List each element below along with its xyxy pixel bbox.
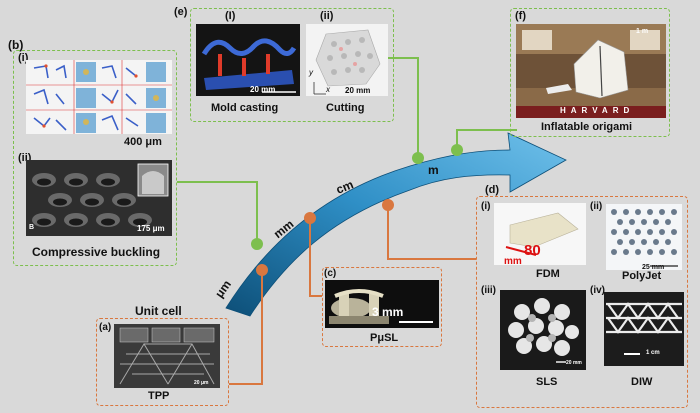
panel-e-cap-ii: Cutting: [326, 102, 365, 114]
panel-a-letter: (a): [99, 322, 112, 333]
fdm-part-graphic: [494, 203, 586, 265]
panel-d-i-image: [494, 203, 586, 265]
panel-b-ii-image: [26, 160, 172, 236]
panel-a: [96, 318, 229, 406]
panel-f-scale: 1 m: [636, 28, 649, 35]
dot-f: [451, 144, 463, 156]
panel-a-scale: 20 μm: [194, 380, 209, 386]
unit-cell-label: Unit cell: [135, 304, 182, 318]
tpp-lattice-graphic: [114, 324, 220, 388]
panel-e-i-image: [196, 24, 300, 96]
panel-f-banner: HARVARD: [560, 106, 635, 115]
panel-d-scale-iii: 20 mm: [566, 360, 582, 366]
panel-d-iii-image: [500, 290, 586, 370]
panel-e-scale-i: 20 mm: [250, 85, 276, 94]
panel-d-sub-ii: (ii): [590, 201, 603, 212]
panel-d-iv-image: [604, 292, 684, 366]
panel-b-scale-ii: 175 μm: [137, 224, 165, 233]
panel-e-scale-ii: 20 mm: [345, 86, 371, 95]
connector-c: [309, 218, 322, 297]
panel-c: [322, 267, 442, 347]
panel-f-caption: Inflatable origami: [541, 121, 633, 133]
panel-d-sub-iv: (iv): [590, 285, 605, 296]
pusl-structure-graphic: [325, 280, 439, 328]
panel-c-letter: (c): [324, 268, 337, 279]
panel-d-scale-iv: 1 cm: [646, 350, 660, 356]
panel-d-sub-iii: (iii): [481, 285, 496, 296]
panel-b-caption: Compressive buckling: [32, 245, 161, 259]
panel-a-image: [114, 324, 220, 388]
panel-e: [190, 8, 394, 122]
polyjet-lattice-graphic: [606, 204, 682, 270]
panel-e-sub-ii: (ii): [320, 10, 334, 22]
diw-lattice-graphic: [604, 292, 684, 366]
panel-e-ii-image: [306, 24, 388, 96]
panel-d-ii-image: [606, 204, 682, 270]
connector-d: [387, 205, 476, 260]
panel-f: [510, 8, 670, 137]
dot-e: [412, 152, 424, 164]
panel-b-letter: (b): [8, 38, 24, 52]
panel-d-cap-ii: PolyJet: [622, 270, 662, 282]
panel-d-sub-i: (i): [481, 201, 491, 212]
dot-b: [251, 238, 263, 250]
buckled-sheet-graphic: [26, 160, 172, 236]
panel-a-caption: TPP: [148, 390, 170, 402]
panel-d-scale-i: 80: [524, 242, 541, 259]
panel-b: [13, 50, 177, 266]
panel-b-scale-i: 400 μm: [124, 136, 162, 148]
mold-casting-graphic: [196, 24, 300, 96]
panel-e-sub-i: (I): [225, 10, 236, 22]
panel-c-image: [325, 280, 439, 328]
dot-a: [256, 264, 268, 276]
panel-d-cap-i: FDM: [536, 268, 560, 280]
panel-d-cap-iv: DIW: [631, 376, 653, 388]
panel-c-caption: PμSL: [370, 332, 399, 344]
scale-arrow: [225, 132, 567, 317]
kirigami-sheet-graphic: [306, 24, 388, 96]
buckling-grid-graphic: [26, 60, 172, 134]
arrow-label-m: m: [428, 163, 439, 177]
panel-f-image: [516, 24, 666, 118]
connector-a: [229, 270, 263, 385]
panel-d-cap-iii: SLS: [536, 376, 558, 388]
connector-b: [177, 181, 258, 244]
panel-b-inset-label: B: [29, 224, 35, 231]
dot-d: [382, 199, 394, 211]
panel-e-letter: (e): [174, 6, 188, 18]
panel-f-letter: (f): [515, 10, 526, 22]
panel-d-scale-ii: 25 mm: [642, 264, 665, 271]
panel-b-i-image: [26, 60, 172, 134]
panel-e-axis-y: y: [309, 68, 313, 77]
inflatable-origami-graphic: [516, 24, 666, 118]
panel-c-scale: 3 mm: [372, 305, 404, 319]
panel-e-cap-i: Mold casting: [211, 102, 279, 114]
panel-e-axis-x: x: [326, 85, 330, 94]
panel-d: [476, 196, 688, 408]
panel-d-scale-i-unit: mm: [504, 256, 522, 267]
panel-b-sub-i: (i): [18, 52, 29, 64]
dot-c: [304, 212, 316, 224]
connector-f: [456, 129, 517, 150]
sls-lattice-graphic: [500, 290, 586, 370]
panel-d-letter: (d): [485, 184, 500, 196]
